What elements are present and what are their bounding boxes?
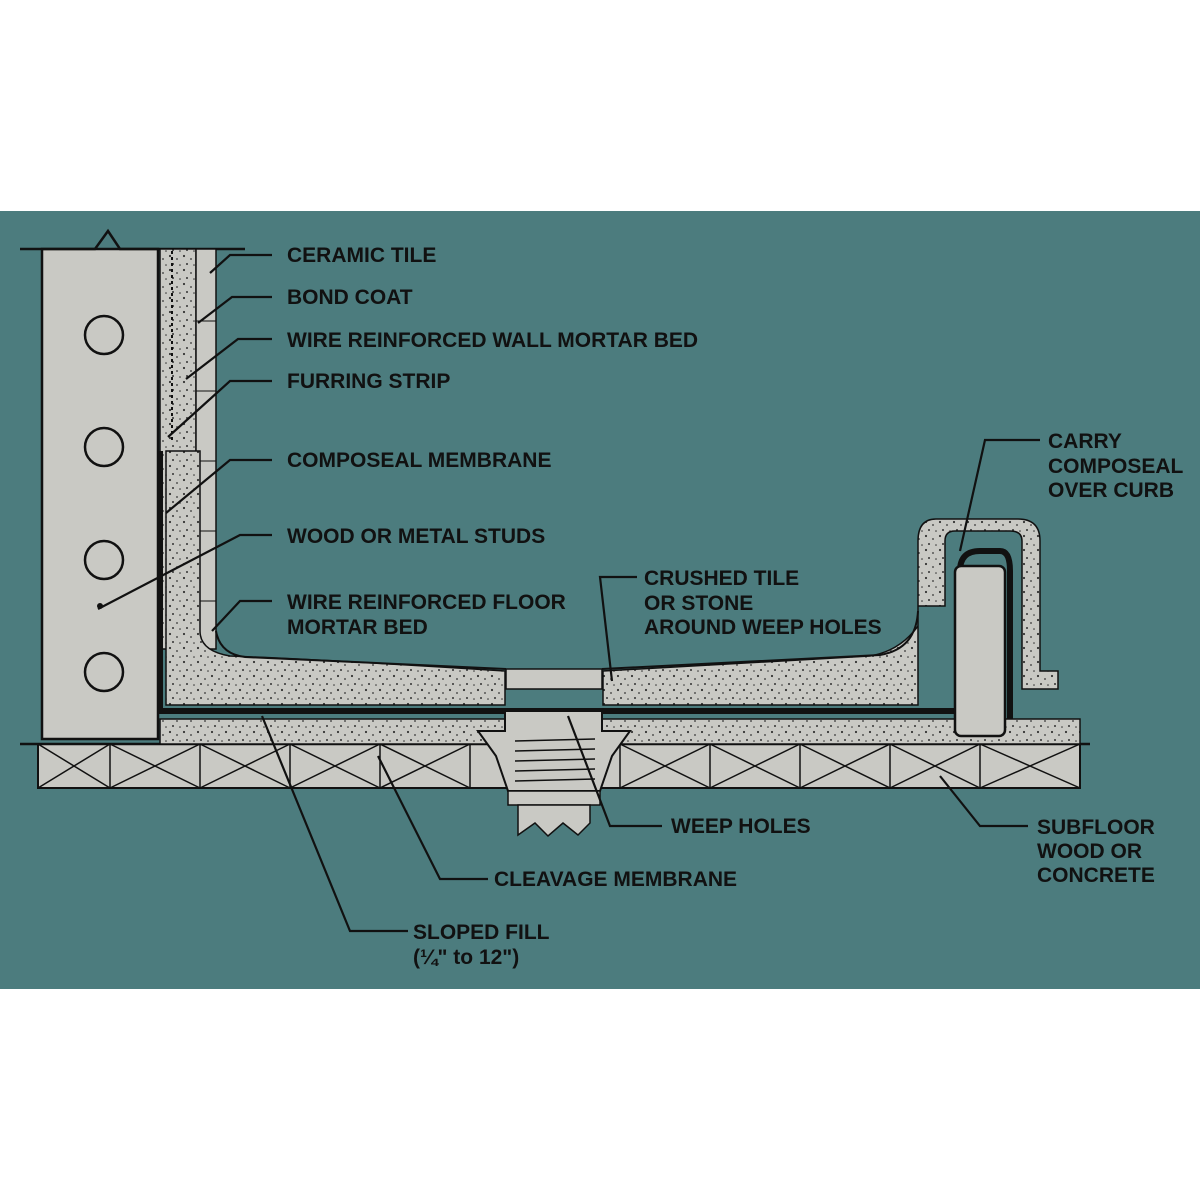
callout-labels: CERAMIC TILE BOND COAT WIRE REINFORCED W… [287, 244, 1189, 969]
label-studs: WOOD OR METAL STUDS [287, 525, 545, 548]
label-wall-mortar-bed: WIRE REINFORCED WALL MORTAR BED [287, 329, 698, 352]
label-ceramic-tile: CERAMIC TILE [287, 244, 436, 267]
wall-stud [20, 228, 245, 741]
label-furring-strip: FURRING STRIP [287, 370, 450, 393]
shower-pan-diagram: CERAMIC TILE BOND COAT WIRE REINFORCED W… [0, 211, 1200, 989]
label-subfloor: SUBFLOOR WOOD OR CONCRETE [1037, 816, 1161, 887]
floor-drain [476, 710, 632, 838]
label-bond-coat: BOND COAT [287, 286, 413, 309]
label-composeal-membrane: COMPOSEAL MEMBRANE [287, 449, 551, 472]
leader-lines [97, 253, 1040, 933]
label-carry-composeal: CARRY COMPOSEAL OVER CURB [1048, 430, 1189, 502]
label-crushed-tile: CRUSHED TILE OR STONE AROUND WEEP HOLES [644, 567, 882, 639]
floor-layers [157, 450, 1081, 745]
label-floor-mortar-bed: WIRE REINFORCED FLOOR MORTAR BED [287, 591, 572, 639]
label-weep-holes: WEEP HOLES [671, 815, 811, 838]
label-sloped-fill: SLOPED FILL (¼" to 12") [413, 921, 555, 969]
label-cleavage-membrane: CLEAVAGE MEMBRANE [494, 868, 737, 891]
